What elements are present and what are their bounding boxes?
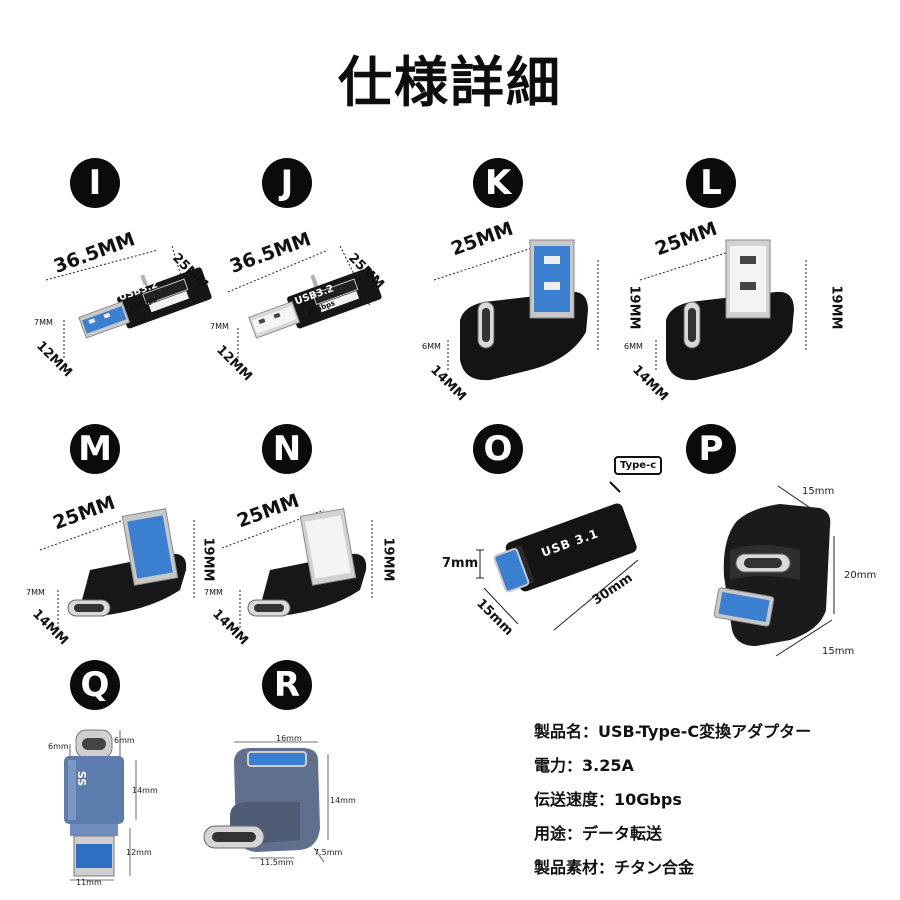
dim-p-right: 20mm [844,570,877,581]
dim-m-side: 7MM [26,588,45,597]
badge-p: P [686,424,736,474]
spec-list: 製品名：USB-Type-C変換アダプター 電力：3.25A 伝送速度：10Gb… [534,720,884,890]
spec-value: 3.25A [582,756,634,775]
spec-sep: ： [598,858,615,877]
spec-row-usage: 用途：データ転送 [534,822,884,856]
dim-l-side: 6MM [624,342,643,351]
product-k-illustration [433,239,599,381]
product-o-illustration [476,481,639,631]
badge-n: N [262,424,312,474]
spec-row-product-name: 製品名：USB-Type-C変換アダプター [534,720,884,754]
spec-value: チタン合金 [614,858,695,877]
dim-n-height: 19MM [380,537,396,582]
badge-j: J [262,158,312,208]
product-r-illustration [203,741,329,863]
badge-l: L [686,158,736,208]
dim-p-top: 15mm [802,486,835,497]
product-p-illustration [713,485,835,657]
spec-key: 製品名 [534,722,583,741]
product-i-illustration [45,245,212,360]
spec-row-material: 製品素材：チタン合金 [534,856,884,890]
spec-key: 電力 [534,756,567,775]
dim-k-side: 6MM [422,342,441,351]
dim-q-left: 6mm [48,742,69,751]
badge-q: Q [70,660,120,710]
spec-value: 10Gbps [614,790,682,809]
dim-r-right: 14mm [330,796,356,805]
logo-q: SS [75,770,89,787]
dim-q-lower: 12mm [126,848,152,857]
dim-q-right-top: 6mm [114,736,135,745]
spec-sep: ： [566,756,583,775]
spec-sep: ： [598,790,615,809]
product-l-illustration [639,239,807,381]
product-n-illustration [221,508,373,630]
spec-key: 伝送速度 [534,790,599,809]
spec-key: 製品素材 [534,858,599,877]
dim-o-height: 7mm [442,556,479,571]
spec-sep: ： [566,824,583,843]
dim-q-mid: 14mm [132,786,158,795]
tag-o-type-c: Type-c [614,456,663,475]
dim-j-side: 7MM [210,322,229,331]
dim-q-bottom: 11mm [76,878,102,887]
badge-k: K [473,158,523,208]
spec-value: データ転送 [582,824,663,843]
product-m-illustration [39,508,195,630]
dim-n-side: 7MM [204,588,223,597]
spec-key: 用途 [534,824,567,843]
badge-m: M [70,424,120,474]
product-q-illustration [64,729,137,881]
page-title: 仕様詳細 [338,51,562,114]
spec-value: USB-Type-C変換アダプター [598,722,812,741]
dim-l-height: 19MM [828,285,844,330]
spec-sep: ： [582,722,599,741]
spec-row-power: 電力：3.25A [534,754,884,788]
dim-i-side: 7MM [34,318,53,327]
dim-p-bottom: 15mm [822,646,855,657]
dim-r-top: 16mm [276,734,302,743]
product-j-illustration [227,245,382,366]
badge-r: R [262,660,312,710]
badge-o: O [473,424,523,474]
spec-row-speed: 伝送速度：10Gbps [534,788,884,822]
dim-r-bottom1: 11.5mm [260,858,294,867]
badge-i: I [70,158,120,208]
dim-r-bottom2: 7.5mm [314,848,343,857]
